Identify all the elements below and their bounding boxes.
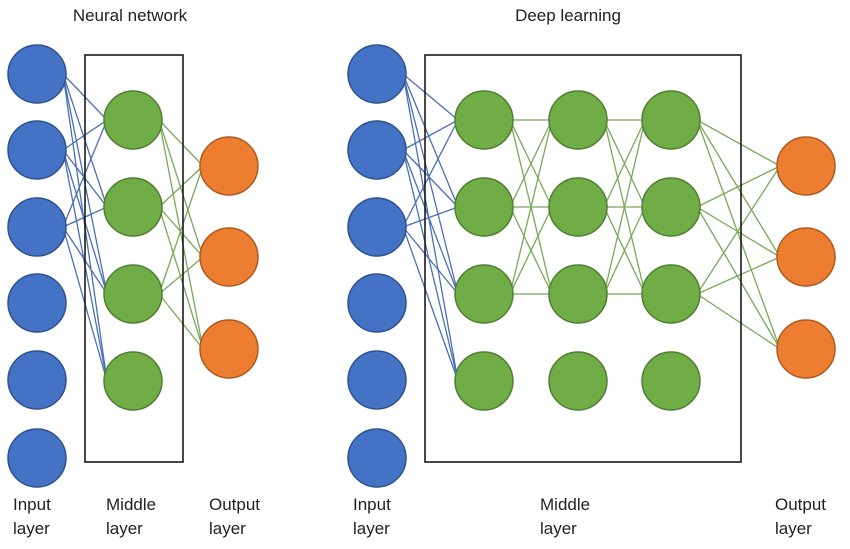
nn-input-neuron [7,197,67,257]
dl-hidden-hidden-connection [603,119,646,208]
dl-input-neuron [347,197,407,257]
nn-input-neuron [7,350,67,410]
dl-input-hidden-connection [402,73,459,208]
nn-input-neuron [7,44,67,104]
dl-middle-label-line1: Middle [540,495,590,514]
dl-hidden-output-connection [696,119,781,258]
dl-hidden-hidden-connection [509,119,553,208]
dl-input-label-line2: layer [353,519,390,538]
dl-hidden-hidden-connection [603,119,646,295]
nn-input-neuron [7,120,67,180]
nn-input-label-line2: layer [13,519,50,538]
dl-hidden-neuron [641,90,701,150]
dl-input-hidden-connection [402,119,459,151]
nn-hidden-output-connection [158,206,204,258]
dl-hidden-neuron [454,351,514,411]
dl-input-hidden-connection [402,206,459,228]
nn-middle-label-line2: layer [106,519,143,538]
nn-hidden-neuron [103,90,163,150]
dl-hidden-neuron [548,177,608,237]
nn-middle-layer-box [84,54,184,463]
dl-hidden-neuron [548,351,608,411]
dl-input-hidden-connection [402,149,459,295]
dl-input-label-line1: Input [353,495,391,514]
dl-input-hidden-connection [402,149,459,208]
dl-hidden-output-connection [696,165,781,208]
nn-output-neuron [199,319,259,379]
dl-input-hidden-connection [402,226,459,295]
dl-hidden-neuron [548,264,608,324]
dl-hidden-hidden-connection [509,119,553,295]
dl-middle-label-line2: layer [540,519,577,538]
dl-input-neuron [347,120,407,180]
dl-hidden-output-connection [696,165,781,295]
connections [62,73,781,382]
dl-hidden-output-connection [696,256,781,295]
nn-hidden-output-connection [158,293,204,350]
nn-hidden-output-connection [158,119,204,258]
nn-hidden-output-connection [158,119,204,167]
dl-hidden-neuron [454,177,514,237]
nn-output-label-line1: Output [209,495,260,514]
nn-input-neuron [7,428,67,488]
nn-hidden-output-connection [158,119,204,350]
dl-hidden-neuron [548,90,608,150]
nn-title: Neural network [73,6,188,25]
nn-hidden-neuron [103,264,163,324]
dl-hidden-neuron [454,264,514,324]
nn-input-neuron [7,273,67,333]
dl-output-neuron [776,319,836,379]
nn-hidden-output-connection [158,256,204,295]
dl-input-hidden-connection [402,73,459,295]
dl-input-hidden-connection [402,226,459,382]
dl-hidden-output-connection [696,206,781,350]
dl-input-hidden-connection [402,73,459,121]
dl-title: Deep learning [515,6,621,25]
dl-hidden-hidden-connection [509,206,553,295]
nn-output-neuron [199,227,259,287]
nn-hidden-output-connection [158,165,204,208]
dl-hidden-neuron [454,90,514,150]
nn-hidden-neuron [103,177,163,237]
dl-hidden-output-connection [696,119,781,167]
nn-output-neuron [199,136,259,196]
dl-hidden-hidden-connection [603,206,646,295]
nn-hidden-output-connection [158,165,204,295]
dl-output-label-line2: layer [775,519,812,538]
dl-output-label-line1: Output [775,495,826,514]
dl-input-neuron [347,350,407,410]
dl-hidden-output-connection [696,206,781,258]
dl-hidden-output-connection [696,119,781,350]
dl-input-hidden-connection [402,73,459,382]
nn-output-label-line2: layer [209,519,246,538]
dl-output-neuron [776,136,836,196]
neurons [7,44,836,488]
dl-hidden-output-connection [696,293,781,350]
nn-input-label-line1: Input [13,495,51,514]
dl-hidden-neuron [641,264,701,324]
dl-input-neuron [347,273,407,333]
dl-hidden-neuron [641,351,701,411]
dl-hidden-neuron [641,177,701,237]
dl-input-hidden-connection [402,119,459,228]
dl-input-neuron [347,44,407,104]
dl-input-hidden-connection [402,149,459,382]
nn-hidden-output-connection [158,206,204,350]
dl-output-neuron [776,227,836,287]
dl-middle-layer-box [424,54,742,463]
nn-hidden-neuron [103,351,163,411]
dl-input-neuron [347,428,407,488]
nn-middle-label-line1: Middle [106,495,156,514]
